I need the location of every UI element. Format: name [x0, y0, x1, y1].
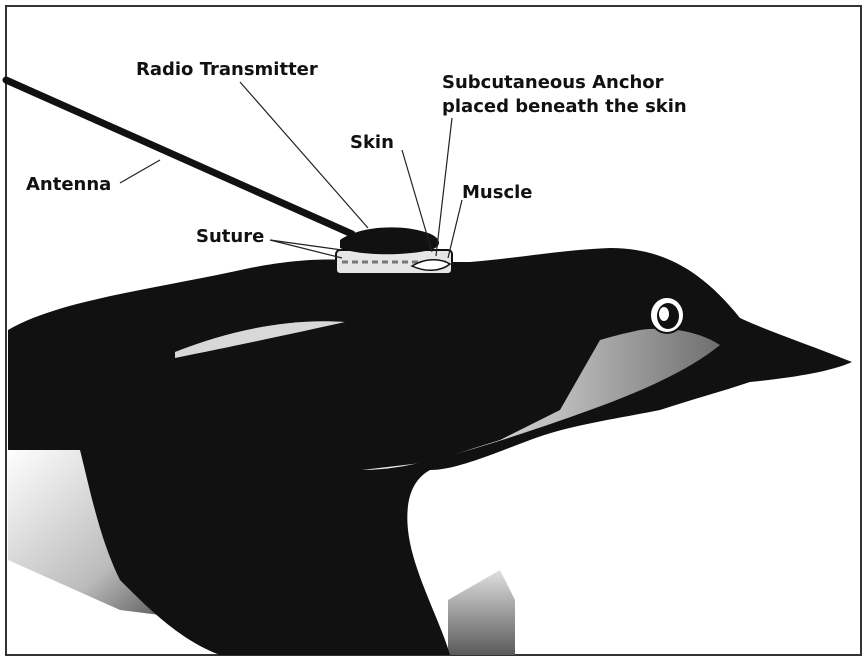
- label-radio-transmitter: Radio Transmitter: [136, 59, 318, 80]
- label-anchor-line1: Subcutaneous Anchor: [442, 72, 664, 93]
- label-suture: Suture: [196, 226, 264, 247]
- label-anchor-line2: placed beneath the skin: [442, 96, 687, 117]
- eye-highlight: [659, 307, 669, 321]
- label-muscle: Muscle: [462, 182, 533, 203]
- label-skin: Skin: [350, 132, 394, 153]
- label-antenna: Antenna: [26, 174, 111, 195]
